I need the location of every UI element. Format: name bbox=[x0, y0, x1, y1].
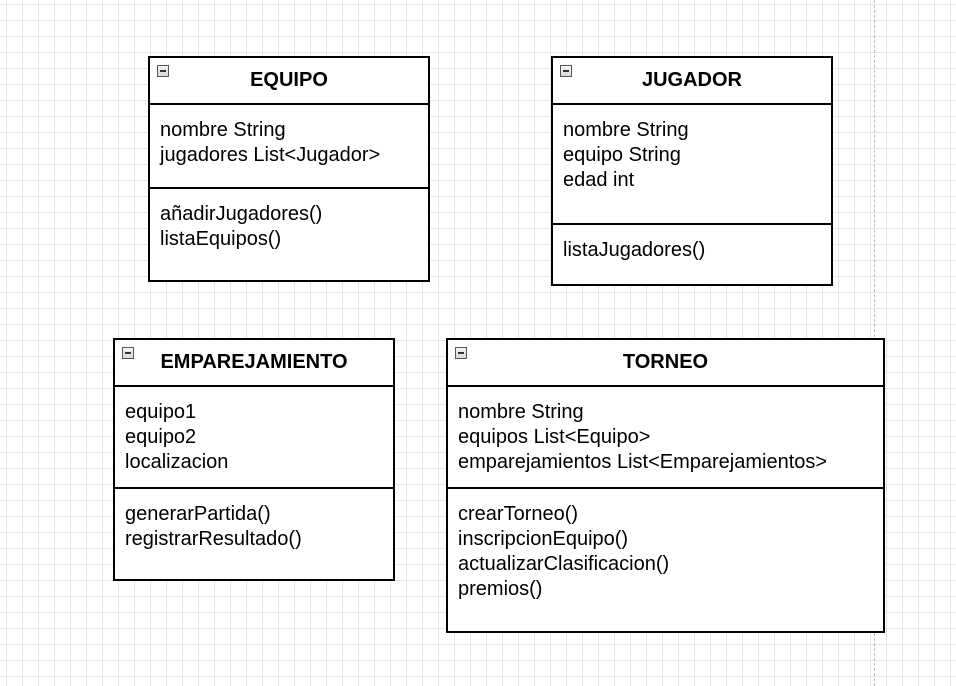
class-jugador[interactable]: JUGADOR nombre String equipo String edad… bbox=[551, 56, 833, 286]
collapse-icon[interactable] bbox=[455, 347, 467, 359]
attribute: emparejamientos List<Emparejamientos> bbox=[458, 451, 828, 473]
method: inscripcionEquipo() bbox=[458, 528, 629, 550]
class-header: EQUIPO bbox=[150, 58, 428, 105]
methods-section: generarPartida() registrarResultado() bbox=[115, 489, 393, 579]
methods-section: crearTorneo() inscripcionEquipo() actual… bbox=[448, 489, 883, 631]
attributes-section: nombre String equipos List<Equipo> empar… bbox=[448, 387, 883, 489]
attributes-section: equipo1 equipo2 localizacion bbox=[115, 387, 393, 489]
attribute: nombre String bbox=[160, 119, 286, 141]
attribute: equipos List<Equipo> bbox=[458, 426, 651, 448]
class-name: JUGADOR bbox=[641, 69, 742, 91]
attribute: jugadores List<Jugador> bbox=[160, 144, 381, 166]
method: listaEquipos() bbox=[160, 228, 282, 250]
attribute: equipo1 bbox=[125, 401, 197, 423]
collapse-icon[interactable] bbox=[560, 65, 572, 77]
class-torneo[interactable]: TORNEO nombre String equipos List<Equipo… bbox=[446, 338, 885, 633]
method: crearTorneo() bbox=[458, 503, 579, 525]
collapse-icon[interactable] bbox=[122, 347, 134, 359]
class-header: EMPAREJAMIENTO bbox=[115, 340, 393, 387]
method: generarPartida() bbox=[125, 503, 271, 525]
attribute: localizacion bbox=[125, 451, 229, 473]
methods-section: listaJugadores() bbox=[553, 225, 831, 284]
class-header: JUGADOR bbox=[553, 58, 831, 105]
method: actualizarClasificacion() bbox=[458, 553, 670, 575]
methods-section: añadirJugadores() listaEquipos() bbox=[150, 189, 428, 280]
method: premios() bbox=[458, 578, 543, 600]
class-emparejamiento[interactable]: EMPAREJAMIENTO equipo1 equipo2 localizac… bbox=[113, 338, 395, 581]
class-header: TORNEO bbox=[448, 340, 883, 387]
attribute: nombre String bbox=[563, 119, 689, 141]
method: listaJugadores() bbox=[563, 239, 706, 261]
attributes-section: nombre String equipo String edad int bbox=[553, 105, 831, 225]
attribute: edad int bbox=[563, 169, 635, 191]
method: añadirJugadores() bbox=[160, 203, 323, 225]
attribute: equipo String bbox=[563, 144, 681, 166]
method: registrarResultado() bbox=[125, 528, 302, 550]
collapse-icon[interactable] bbox=[157, 65, 169, 77]
class-equipo[interactable]: EQUIPO nombre String jugadores List<Juga… bbox=[148, 56, 430, 282]
attribute: nombre String bbox=[458, 401, 584, 423]
class-name: EMPAREJAMIENTO bbox=[160, 351, 348, 373]
attributes-section: nombre String jugadores List<Jugador> bbox=[150, 105, 428, 189]
class-name: TORNEO bbox=[622, 351, 709, 373]
attribute: equipo2 bbox=[125, 426, 197, 448]
class-name: EQUIPO bbox=[250, 69, 328, 91]
